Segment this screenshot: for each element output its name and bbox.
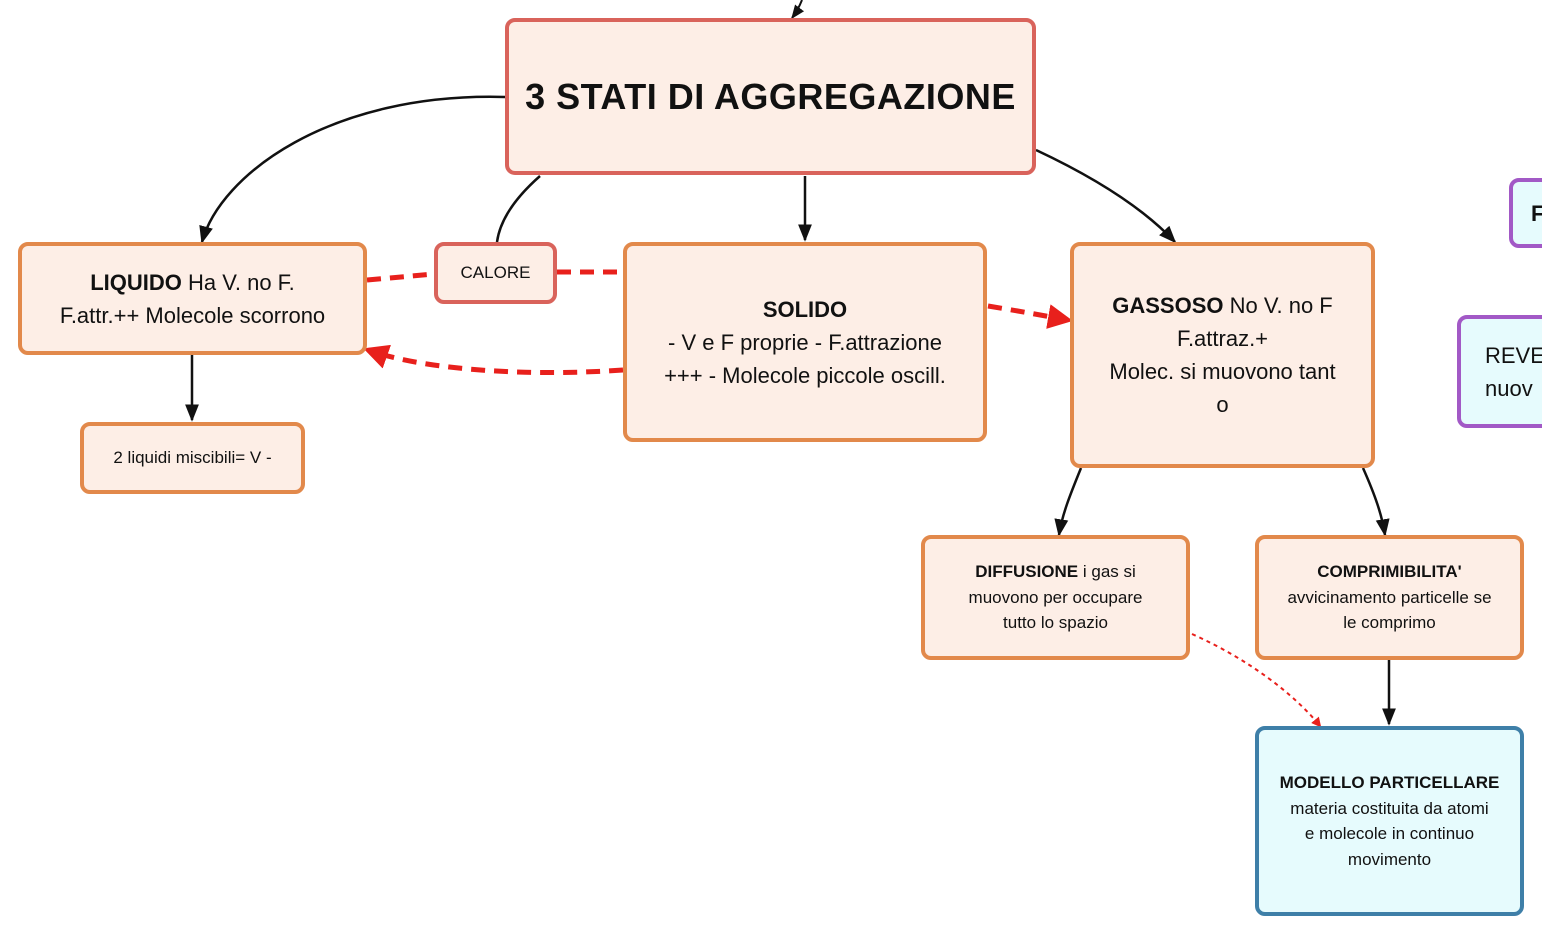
node-comprimibilita-line2: avvicinamento particelle se bbox=[1287, 587, 1492, 607]
node-modello-line3: e molecole in continuo bbox=[1304, 824, 1475, 843]
node-partial-right-top[interactable]: F bbox=[1509, 178, 1542, 248]
node-modello-line4: movimento bbox=[1347, 849, 1432, 869]
link-main-calore bbox=[495, 175, 541, 243]
node-miscibili-label: 2 liquidi miscibili= V - bbox=[113, 448, 272, 468]
node-diffusione-heading: DIFFUSIONE bbox=[975, 562, 1079, 582]
link-diffusione-modello-dotted bbox=[1191, 633, 1322, 728]
node-liquido[interactable]: LIQUIDO Ha V. no F. F.attr.++ Molecole s… bbox=[18, 242, 367, 355]
node-gassoso-heading: GASSOSO bbox=[1112, 293, 1224, 318]
node-gassoso-line4: o bbox=[1216, 392, 1229, 417]
node-diffusione-line2: muovono per occupare bbox=[968, 587, 1143, 607]
node-comprimibilita-line3: le comprimo bbox=[1343, 613, 1436, 633]
link-solido-gassoso-dashed bbox=[987, 303, 1073, 329]
node-modello-line2: materia costituita da atomi bbox=[1290, 798, 1489, 818]
node-partial-line2: nuov bbox=[1485, 375, 1533, 401]
node-diffusione[interactable]: DIFFUSIONE i gas si muovono per occupare… bbox=[921, 535, 1190, 660]
node-partial-line1: REVE bbox=[1485, 342, 1542, 368]
link-main-gassoso bbox=[1035, 148, 1177, 244]
node-gassoso-line3: Molec. si muovono tant bbox=[1109, 359, 1336, 384]
node-comprimibilita-heading: COMPRIMIBILITA' bbox=[1317, 562, 1462, 582]
node-title: 3 STATI DI AGGREGAZIONE bbox=[525, 75, 1016, 117]
node-gassoso-text: No V. no F bbox=[1223, 293, 1333, 318]
link-gassoso-diffusione bbox=[1054, 467, 1083, 537]
link-top-incoming bbox=[791, 0, 805, 20]
node-solido-line1: - V e F proprie - F.attrazione bbox=[668, 329, 942, 355]
link-solido-liquido-dashed bbox=[363, 344, 624, 375]
node-modello-heading: MODELLO PARTICELLARE bbox=[1279, 773, 1500, 792]
node-partial-right-middle[interactable]: REVE nuov bbox=[1457, 315, 1542, 428]
link-main-liquido bbox=[199, 95, 506, 244]
node-3-stati-di-aggregazione[interactable]: 3 STATI DI AGGREGAZIONE bbox=[505, 18, 1036, 175]
link-gassoso-comprimibilita bbox=[1361, 467, 1390, 537]
node-liquido-line2: F.attr.++ Molecole scorrono bbox=[59, 302, 326, 328]
node-diffusione-text: i gas si bbox=[1078, 562, 1136, 582]
node-modello-particellare[interactable]: MODELLO PARTICELLARE materia costituita … bbox=[1255, 726, 1524, 916]
node-diffusione-line3: tutto lo spazio bbox=[1003, 613, 1108, 633]
node-solido-heading: SOLIDO bbox=[762, 296, 848, 322]
node-calore-label: CALORE bbox=[460, 263, 531, 283]
node-partial-right-top-label: F bbox=[1531, 200, 1542, 226]
link-liquido-calore-dashed bbox=[366, 271, 435, 283]
node-liquido-heading: LIQUIDO bbox=[90, 269, 182, 295]
node-calore[interactable]: CALORE bbox=[434, 242, 557, 304]
node-gassoso-line2: F.attraz.+ bbox=[1176, 326, 1269, 351]
node-liquido-text: Ha V. no F. bbox=[181, 269, 295, 295]
node-solido-line2: +++ - Molecole piccole oscill. bbox=[664, 362, 946, 388]
node-comprimibilita[interactable]: COMPRIMIBILITA' avvicinamento particelle… bbox=[1255, 535, 1524, 660]
node-solido[interactable]: SOLIDO - V e F proprie - F.attrazione ++… bbox=[623, 242, 987, 442]
node-liquidi-miscibili[interactable]: 2 liquidi miscibili= V - bbox=[80, 422, 305, 494]
node-gassoso[interactable]: GASSOSO No V. no F F.attraz.+ Molec. si … bbox=[1070, 242, 1375, 468]
